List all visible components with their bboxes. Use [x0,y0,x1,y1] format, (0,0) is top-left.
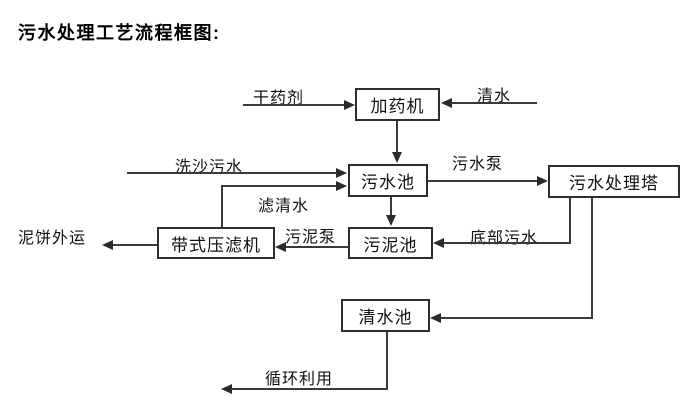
connector-line [386,332,388,390]
flow-label-filtered-water: 滤清水 [258,198,310,215]
node-sludge-pool-label: 污泥池 [363,235,418,255]
connector-line [591,198,593,319]
node-dosing-machine-label: 加药机 [370,97,425,116]
connector-line [127,172,339,174]
flow-label-clean-water: 清水 [477,88,512,105]
flow-label-sand-washing-sewage: 洗沙污水 [175,159,244,176]
flow-label-sludge-pump: 污泥泵 [285,229,337,246]
flow-label-dry-chemical: 干药剂 [253,90,305,107]
connector-line [243,104,345,106]
connector-line [428,180,539,182]
page-title: 污水处理工艺流程框图: [18,23,221,43]
connector-line [221,185,339,187]
connector-line [396,121,398,154]
node-treatment-tower-label: 污水处理塔 [569,174,659,193]
arrowhead [441,98,452,108]
node-belt-filter-press-label: 带式压滤机 [171,235,261,255]
flow-label-bottom-sewage: 底部污水 [470,230,539,247]
node-sludge-pool: 污泥池 [348,227,433,259]
node-sewage-pool: 污水池 [348,164,428,197]
arrowhead [344,100,355,110]
arrowhead [275,242,286,252]
connector-line [450,102,537,104]
connector-line [112,244,157,246]
arrowhead [336,181,347,191]
arrowhead [537,176,548,186]
connector-line [444,242,571,244]
arrowhead [433,238,444,248]
node-dosing-machine: 加药机 [355,88,440,121]
flow-label-mud-cake-outbound: 泥饼外运 [18,230,87,247]
arrowhead [430,313,441,323]
connector-line [285,246,348,248]
connector-line [441,317,593,319]
arrowhead [386,215,396,226]
arrowhead [392,152,402,163]
node-belt-filter-press: 带式压滤机 [157,227,275,259]
connector-line [231,388,388,390]
node-clean-water-pool: 清水池 [341,299,430,332]
connector-line [569,198,571,244]
arrowhead [336,168,347,178]
connector-line [390,197,392,218]
flow-label-recycling: 循环利用 [265,371,334,388]
node-sewage-pool-label: 污水池 [361,173,415,192]
node-treatment-tower: 污水处理塔 [548,165,680,198]
node-clean-water-pool-label: 清水池 [358,308,413,327]
connector-line [221,185,223,227]
flow-label-sewage-pump: 污水泵 [452,156,504,173]
arrowhead [102,240,113,250]
arrowhead [221,384,232,394]
